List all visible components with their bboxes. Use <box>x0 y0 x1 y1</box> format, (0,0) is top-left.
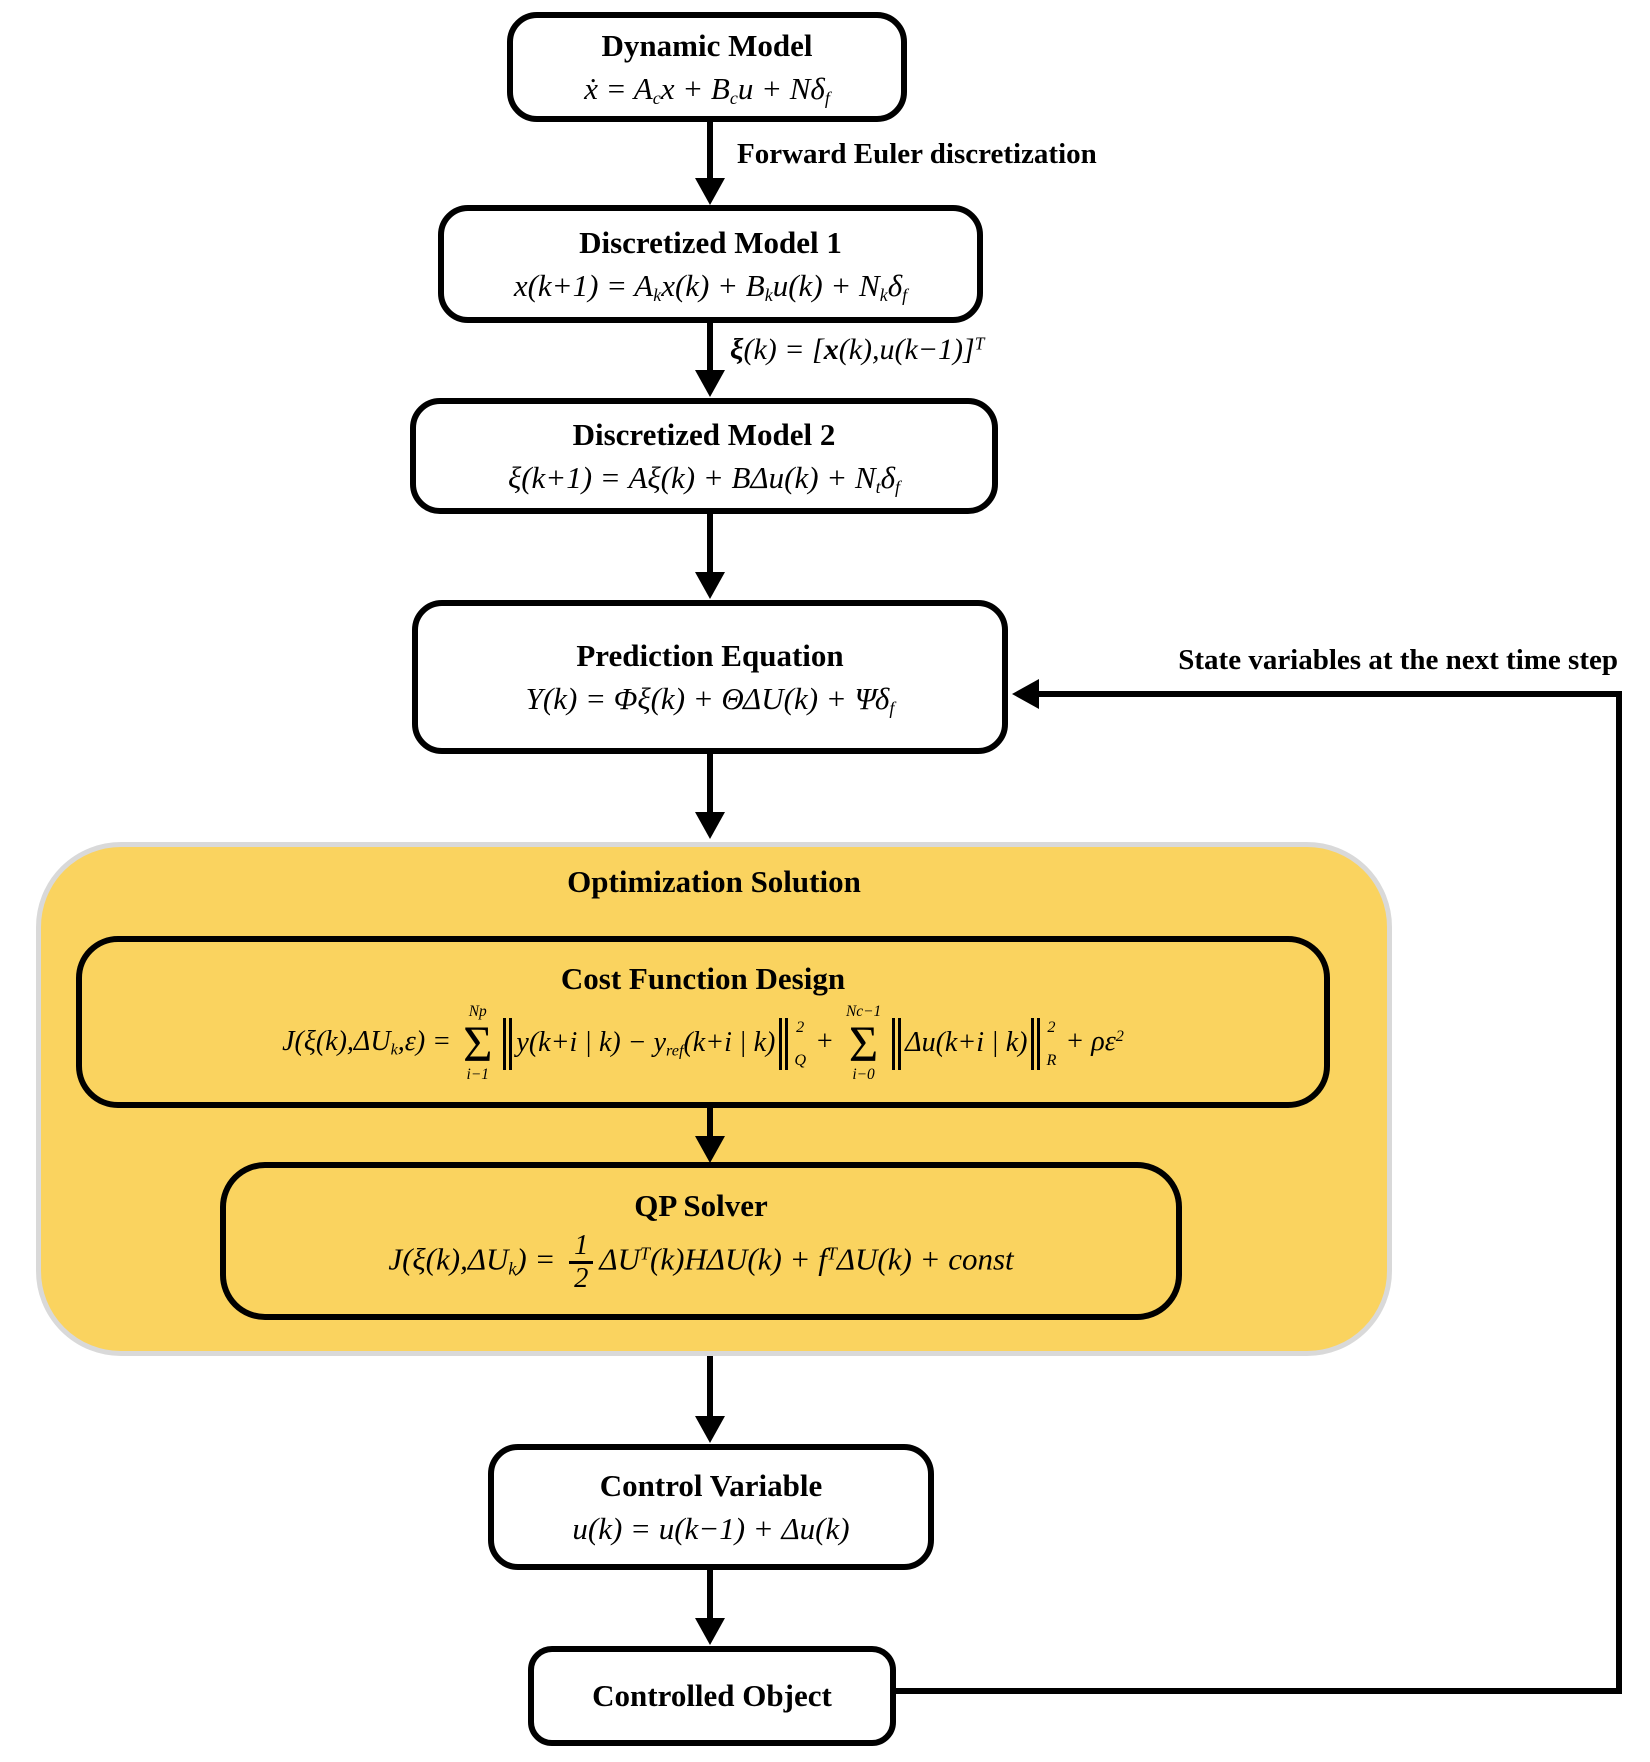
node-dynamic-model: Dynamic Model ẋ = Acx + Bcu + Nδf <box>507 12 907 122</box>
edge-label-xi-definition: ξ(k) = [x(k),u(k−1)]T <box>730 333 985 366</box>
node-controlled-object: Controlled Object <box>528 1646 896 1746</box>
node-discretized-model-2-equation: ξ(k+1) = Aξ(k) + BΔu(k) + Ntδf <box>507 459 901 497</box>
flow-arrow-6-head <box>695 1416 725 1443</box>
group-optimization-solution-title: Optimization Solution <box>567 864 861 899</box>
feedback-arrow-head <box>1012 679 1039 709</box>
node-controlled-object-title: Controlled Object <box>592 1678 832 1714</box>
node-discretized-model-1: Discretized Model 1 x(k+1) = Akx(k) + Bk… <box>438 205 983 323</box>
flow-arrow-4-line <box>707 754 713 814</box>
node-dynamic-model-equation: ẋ = Acx + Bcu + Nδf <box>584 70 830 108</box>
group-optimization-solution <box>36 842 1392 1356</box>
flow-arrow-5-line <box>707 1108 713 1138</box>
feedback-vertical-line <box>1616 691 1622 1694</box>
node-prediction-equation-title: Prediction Equation <box>576 638 844 674</box>
node-control-variable-equation: u(k) = u(k−1) + Δu(k) <box>572 1510 850 1546</box>
node-dynamic-model-title: Dynamic Model <box>601 28 813 64</box>
flow-arrow-5-head <box>695 1136 725 1163</box>
edge-label-euler-discretization: Forward Euler discretization <box>737 138 1097 170</box>
flow-arrow-3-line <box>707 514 713 574</box>
node-cost-function-design-title: Cost Function Design <box>560 960 846 996</box>
node-discretized-model-1-equation: x(k+1) = Akx(k) + Bku(k) + Nkδf <box>513 267 908 305</box>
node-prediction-equation: Prediction Equation Y(k) = Φξ(k) + ΘΔU(k… <box>412 600 1008 754</box>
feedback-bottom-line <box>894 1688 1622 1694</box>
flow-arrow-3-head <box>695 572 725 599</box>
node-control-variable-title: Control Variable <box>599 1468 823 1504</box>
node-control-variable: Control Variable u(k) = u(k−1) + Δu(k) <box>488 1444 934 1570</box>
node-discretized-model-2-title: Discretized Model 2 <box>572 417 836 453</box>
flow-arrow-1-line <box>707 122 713 180</box>
feedback-top-line <box>1038 691 1622 697</box>
flow-arrow-6-line <box>707 1356 713 1418</box>
node-discretized-model-1-title: Discretized Model 1 <box>579 225 842 261</box>
flow-arrow-7-line <box>707 1570 713 1620</box>
node-discretized-model-2: Discretized Model 2 ξ(k+1) = Aξ(k) + BΔu… <box>410 398 998 514</box>
node-prediction-equation-equation: Y(k) = Φξ(k) + ΘΔU(k) + Ψδf <box>525 680 895 718</box>
node-qp-solver-title: QP Solver <box>634 1187 768 1223</box>
flow-arrow-2-head <box>695 370 725 397</box>
flow-arrow-7-head <box>695 1618 725 1645</box>
edge-label-feedback: State variables at the next time step <box>1178 644 1618 676</box>
flow-arrow-1-head <box>695 178 725 205</box>
flow-arrow-2-line <box>707 323 713 372</box>
flow-arrow-4-head <box>695 812 725 839</box>
